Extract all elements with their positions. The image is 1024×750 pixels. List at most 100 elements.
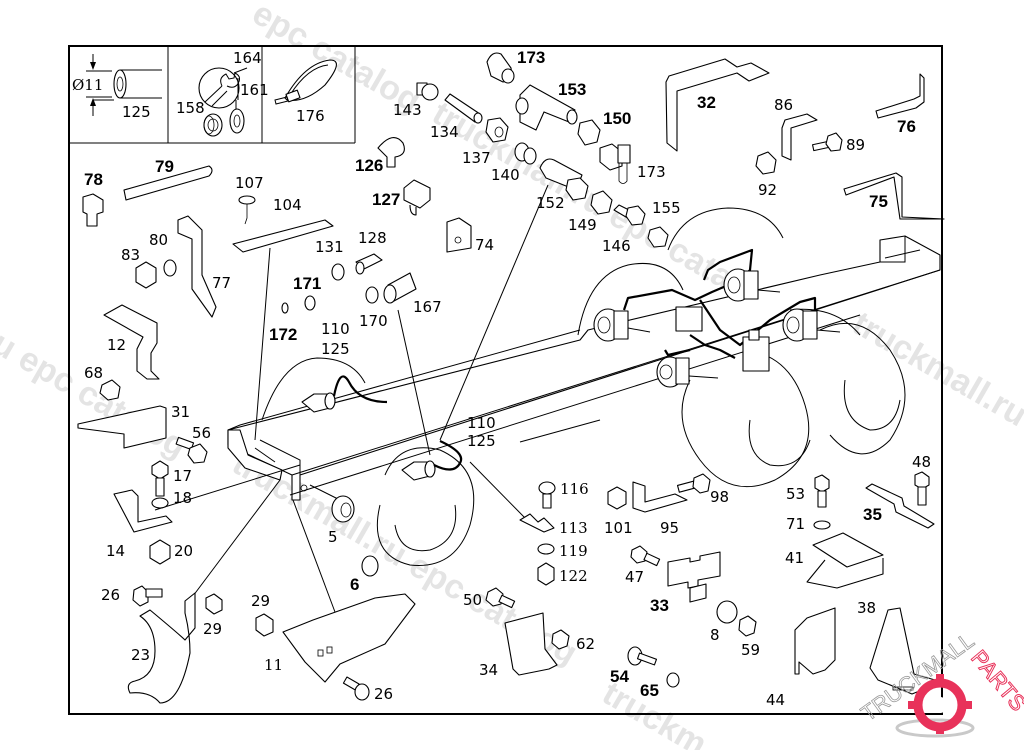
part-number-label[interactable]: 92	[758, 181, 777, 199]
pipe-stub-icon	[444, 93, 483, 124]
part-number-label[interactable]: 6	[350, 575, 359, 594]
part-number-label[interactable]: 23	[131, 646, 150, 664]
part-number-label[interactable]: 116	[560, 480, 589, 498]
part-number-label[interactable]: 76	[897, 117, 916, 136]
part-number-label[interactable]: 98	[710, 488, 729, 506]
part-number-label[interactable]: 134	[430, 123, 459, 141]
part-number-label[interactable]: 143	[393, 101, 422, 119]
part-number-label[interactable]: 80	[149, 231, 168, 249]
part-number-label[interactable]: 20	[174, 542, 193, 560]
part-number-label[interactable]: 31	[171, 403, 190, 421]
part-number-label[interactable]: 12	[107, 336, 126, 354]
part-number-label[interactable]: 68	[84, 364, 103, 382]
tee-fitting-icon	[515, 84, 578, 131]
part-number-label[interactable]: 35	[863, 505, 882, 524]
part-number-label[interactable]: 77	[212, 274, 231, 292]
clip-icon	[416, 82, 439, 101]
part-number-label[interactable]: 41	[785, 549, 804, 567]
part-number-label[interactable]: 107	[235, 174, 264, 192]
part-number-label[interactable]: 140	[491, 166, 520, 184]
part-number-label[interactable]: 95	[660, 519, 679, 537]
part-number-label[interactable]: 155	[652, 199, 681, 217]
part-number-label[interactable]: 29	[203, 620, 222, 638]
hex-nut-icon	[590, 190, 613, 215]
brake-chamber-icon	[656, 356, 719, 388]
part-number-label[interactable]: 62	[576, 635, 595, 653]
part-number-label[interactable]: 50	[463, 591, 482, 609]
part-number-label[interactable]: 33	[650, 596, 669, 615]
part-number-label[interactable]: 150	[603, 109, 631, 128]
union-fitting-icon	[383, 272, 417, 304]
part-number-label[interactable]: 173	[637, 163, 666, 181]
grommet-icon	[331, 495, 355, 523]
part-number-label[interactable]: 54	[610, 667, 629, 686]
part-label: 161	[240, 81, 269, 99]
hose-clamp-icon	[486, 52, 515, 84]
part-number-label[interactable]: 89	[846, 136, 865, 154]
bracket-icon	[875, 73, 925, 119]
part-number-label[interactable]: 32	[697, 93, 716, 112]
part-number-label[interactable]: 126	[355, 156, 383, 175]
mounting-plate-icon	[504, 612, 558, 676]
part-number-label[interactable]: 110	[321, 320, 350, 338]
inset-fitting-tool: 164 161 158	[176, 49, 269, 137]
part-number-label[interactable]: 47	[625, 568, 644, 586]
hex-nut-icon	[755, 151, 777, 175]
part-number-label[interactable]: 59	[741, 641, 760, 659]
part-number-label[interactable]: 8	[710, 626, 720, 644]
part-number-label[interactable]: 38	[857, 599, 876, 617]
part-number-label[interactable]: 131	[315, 238, 344, 256]
sleeve-icon	[514, 142, 537, 165]
part-number-label[interactable]: 149	[568, 216, 597, 234]
part-number-label[interactable]: 29	[251, 592, 270, 610]
hex-nut-icon	[485, 117, 509, 143]
part-number-label[interactable]: 172	[269, 325, 297, 344]
part-number-label[interactable]: 53	[786, 485, 805, 503]
part-number-label[interactable]: 11	[264, 656, 283, 674]
part-number-label[interactable]: 78	[84, 170, 103, 189]
part-number-label[interactable]: 75	[869, 192, 888, 211]
bracket-icon	[665, 58, 770, 152]
bolt-icon	[627, 646, 658, 666]
part-number-label[interactable]: 71	[786, 515, 805, 533]
part-number-label[interactable]: 44	[766, 691, 785, 709]
bolt-icon	[151, 460, 169, 497]
part-number-label[interactable]: 173	[517, 48, 545, 67]
part-number-label[interactable]: 26	[101, 586, 120, 604]
part-number-label[interactable]: 18	[173, 489, 192, 507]
part-number-label[interactable]: 167	[413, 298, 442, 316]
part-number-label[interactable]: 137	[462, 149, 491, 167]
part-number-label[interactable]: 86	[774, 96, 793, 114]
part-number-label[interactable]: 104	[273, 196, 302, 214]
part-number-label[interactable]: 101	[604, 519, 633, 537]
outer-border	[68, 45, 943, 715]
part-number-label[interactable]: 48	[912, 453, 931, 471]
spring-washer-icon	[813, 520, 831, 530]
part-number-label[interactable]: 17	[173, 467, 192, 485]
part-label: 158	[176, 99, 205, 117]
part-number-label[interactable]: 153	[558, 80, 586, 99]
part-number-label[interactable]: 152	[536, 194, 565, 212]
part-number-label[interactable]: 113	[559, 519, 588, 537]
part-number-label[interactable]: 83	[121, 246, 140, 264]
part-number-label[interactable]: 171	[293, 274, 321, 293]
part-number-label[interactable]: 122	[559, 567, 588, 585]
part-number-label[interactable]: 34	[479, 661, 498, 679]
part-number-label[interactable]: 65	[640, 681, 659, 700]
part-number-label[interactable]: 74	[475, 236, 494, 254]
part-number-label[interactable]: 170	[359, 312, 388, 330]
part-number-label[interactable]: 14	[106, 542, 125, 560]
part-number-label[interactable]: 125	[467, 432, 496, 450]
part-number-label[interactable]: 125	[321, 340, 350, 358]
bolt-icon	[132, 585, 163, 607]
part-number-label[interactable]: 5	[328, 528, 338, 546]
part-number-label[interactable]: 56	[192, 424, 211, 442]
part-number-label[interactable]: 128	[358, 229, 387, 247]
part-number-label[interactable]: 119	[559, 542, 588, 560]
part-number-label[interactable]: 79	[155, 157, 174, 176]
part-number-label[interactable]: 146	[602, 237, 631, 255]
part-number-label[interactable]: 26	[374, 685, 393, 703]
part-number-label[interactable]: 110	[467, 414, 496, 432]
part-number-label[interactable]: 127	[372, 190, 400, 209]
logo-swoosh	[895, 718, 975, 738]
